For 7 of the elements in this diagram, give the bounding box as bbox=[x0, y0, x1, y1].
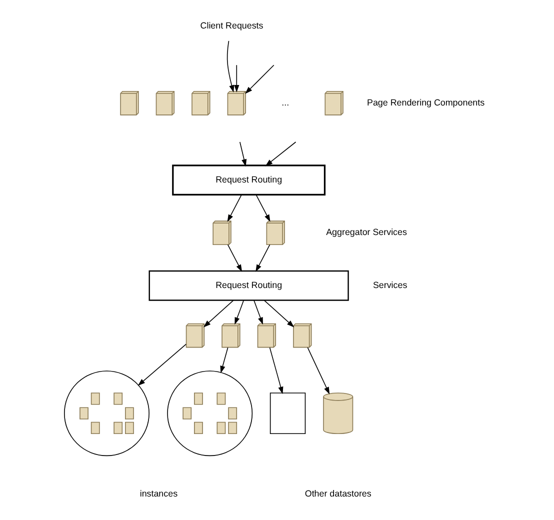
label: ... bbox=[281, 97, 289, 108]
label: Services bbox=[372, 280, 407, 290]
node-text: Client Requests bbox=[200, 20, 263, 30]
label: instances bbox=[139, 488, 178, 498]
label: Aggregator Services bbox=[326, 227, 406, 238]
label: Other datastores bbox=[304, 488, 371, 498]
label: Page Rendering Components bbox=[366, 97, 484, 108]
